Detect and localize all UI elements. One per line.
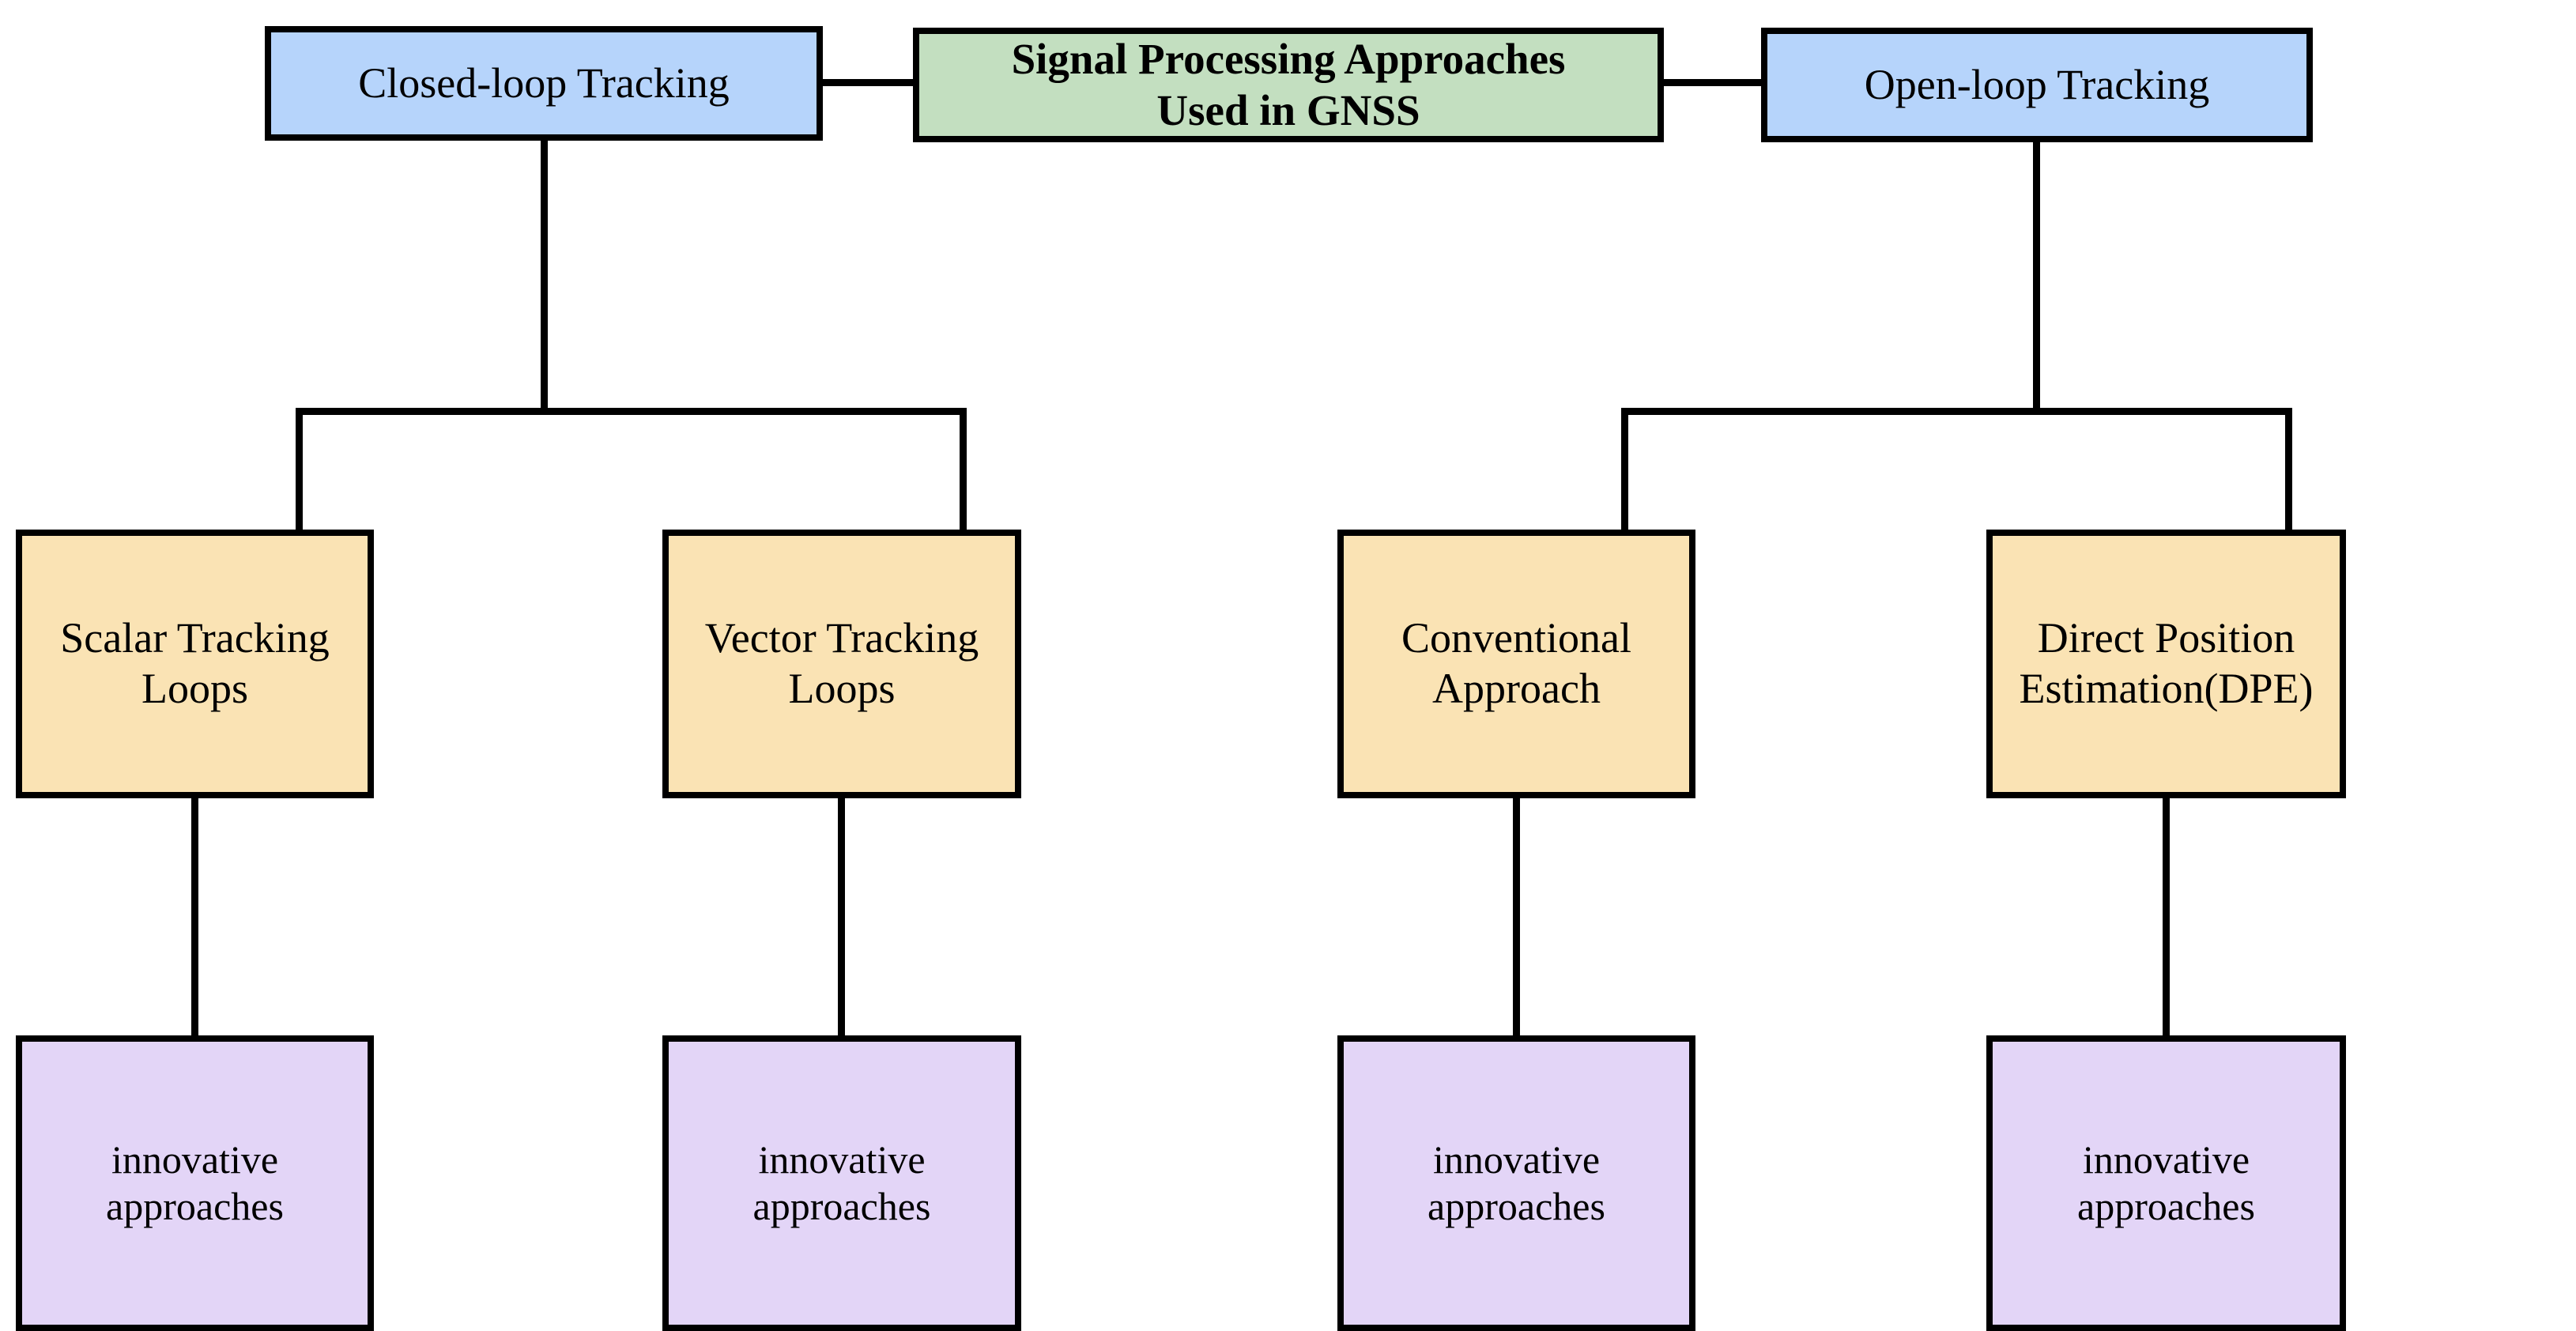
- connector-vector-to-leaf: [838, 794, 845, 1040]
- node-open-loop-tracking[interactable]: Open-loop Tracking: [1761, 28, 2313, 142]
- node-direct-position-estimation-label: Direct Position Estimation(DPE): [2019, 614, 2314, 712]
- node-innovative-approaches-scalar-label: innovative approaches: [106, 1137, 284, 1228]
- connector-root-to-closed-loop: [816, 79, 918, 86]
- node-innovative-approaches-conventional[interactable]: innovative approaches: [1337, 1035, 1695, 1331]
- connector-bus-to-scalar: [296, 408, 303, 533]
- connector-bus-to-dpe: [2285, 408, 2292, 533]
- node-root-label: Signal Processing Approaches Used in GNS…: [1011, 34, 1566, 134]
- connector-open-loop-bus: [1621, 408, 2292, 415]
- connector-closed-loop-drop: [541, 136, 548, 414]
- node-root-signal-processing[interactable]: Signal Processing Approaches Used in GNS…: [913, 28, 1664, 142]
- node-conventional-approach[interactable]: Conventional Approach: [1337, 530, 1695, 798]
- node-scalar-tracking-loops-label: Scalar Tracking Loops: [60, 614, 330, 712]
- node-closed-loop-tracking-label: Closed-loop Tracking: [358, 58, 730, 107]
- node-innovative-approaches-vector-label: innovative approaches: [752, 1137, 931, 1228]
- node-conventional-approach-label: Conventional Approach: [1401, 614, 1631, 712]
- node-scalar-tracking-loops[interactable]: Scalar Tracking Loops: [16, 530, 374, 798]
- node-innovative-approaches-scalar[interactable]: innovative approaches: [16, 1035, 374, 1331]
- node-closed-loop-tracking[interactable]: Closed-loop Tracking: [265, 26, 823, 141]
- node-open-loop-tracking-label: Open-loop Tracking: [1864, 60, 2210, 108]
- node-innovative-approaches-conventional-label: innovative approaches: [1428, 1137, 1605, 1228]
- node-direct-position-estimation[interactable]: Direct Position Estimation(DPE): [1986, 530, 2346, 798]
- node-innovative-approaches-dpe[interactable]: innovative approaches: [1986, 1035, 2346, 1331]
- node-vector-tracking-loops-label: Vector Tracking Loops: [704, 614, 979, 712]
- connector-dpe-to-leaf: [2163, 794, 2170, 1040]
- node-innovative-approaches-vector[interactable]: innovative approaches: [662, 1035, 1021, 1331]
- connector-scalar-to-leaf: [191, 794, 198, 1040]
- connector-root-to-open-loop: [1658, 79, 1767, 86]
- node-innovative-approaches-dpe-label: innovative approaches: [2077, 1137, 2255, 1228]
- node-vector-tracking-loops[interactable]: Vector Tracking Loops: [662, 530, 1021, 798]
- connector-bus-to-conventional: [1621, 408, 1628, 533]
- connector-open-loop-drop: [2033, 136, 2040, 414]
- connector-closed-loop-bus: [296, 408, 967, 415]
- connector-conventional-to-leaf: [1513, 794, 1520, 1040]
- connector-bus-to-vector: [960, 408, 967, 533]
